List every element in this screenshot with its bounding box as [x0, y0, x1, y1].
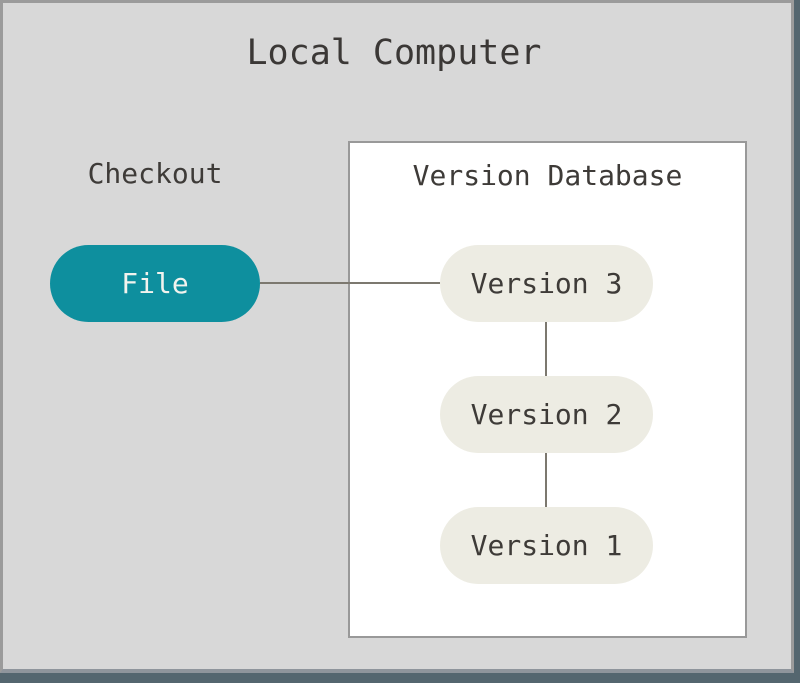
version3-node: Version 3: [440, 245, 653, 322]
connector-version3-to-version2: [545, 322, 547, 376]
version1-node: Version 1: [440, 507, 653, 584]
connector-file-to-version3: [260, 282, 440, 284]
checkout-section-label: Checkout: [87, 157, 223, 190]
diagram-canvas: Local Computer Checkout Version Database…: [0, 0, 794, 673]
diagram-title: Local Computer: [246, 33, 542, 73]
version2-node: Version 2: [440, 376, 653, 453]
file-node: File: [50, 245, 260, 322]
connector-version2-to-version1: [545, 453, 547, 507]
version-database-title: Version Database: [412, 159, 683, 192]
